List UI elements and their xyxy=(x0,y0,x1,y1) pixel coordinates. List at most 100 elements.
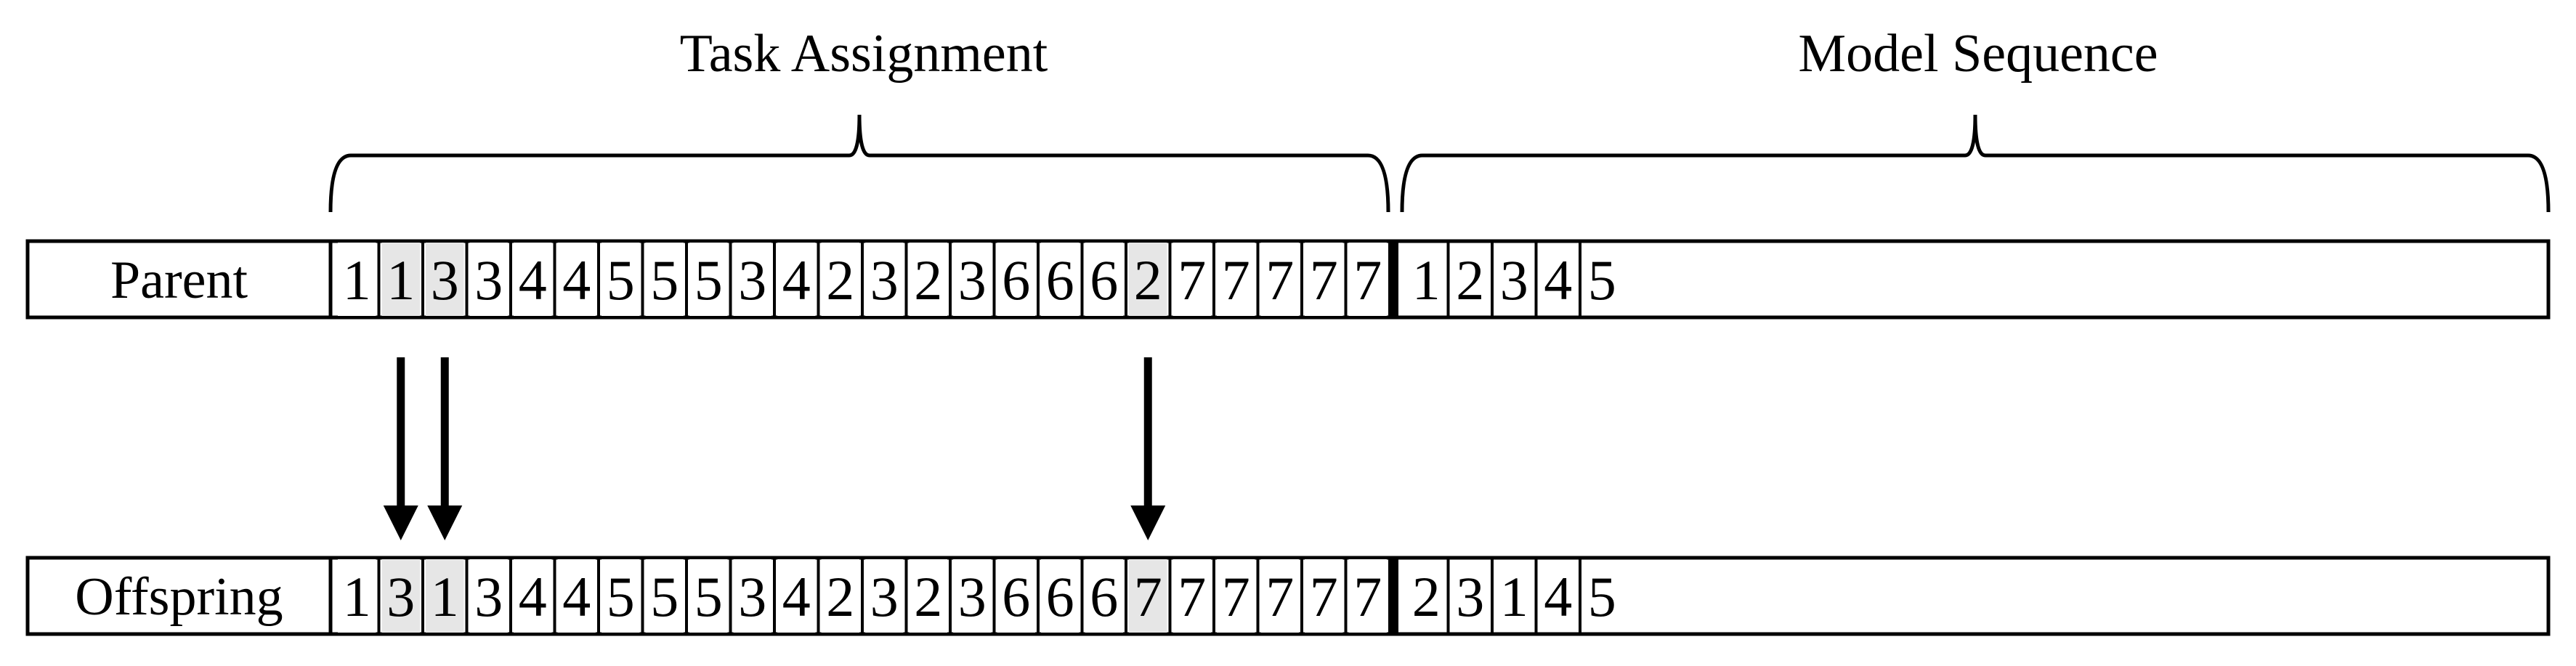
task-gene-value: 7 xyxy=(1178,565,1206,628)
task-gene-cell xyxy=(821,243,859,316)
task-gene-value: 6 xyxy=(1002,248,1030,312)
task-gene-value: 6 xyxy=(1046,248,1074,312)
model-gene-value: 1 xyxy=(1412,248,1441,312)
task-gene-value: 3 xyxy=(738,565,766,628)
task-gene-cell xyxy=(645,559,684,633)
task-gene-value: 7 xyxy=(1222,565,1250,628)
model-gene-value: 2 xyxy=(1456,248,1484,312)
model-sequence-label: Model Sequence xyxy=(1798,24,2158,84)
task-gene-cell xyxy=(1129,243,1167,316)
task-gene-value: 4 xyxy=(782,565,811,628)
model-gene-value: 4 xyxy=(1544,248,1572,312)
model-gene-value: 3 xyxy=(1500,248,1528,312)
task-gene-cell xyxy=(602,243,640,316)
task-gene-cell xyxy=(557,243,596,316)
row-label: Offspring xyxy=(75,567,283,627)
task-gene-value: 6 xyxy=(1090,248,1118,312)
task-gene-value: 3 xyxy=(474,565,503,628)
arrow-head xyxy=(1130,505,1166,540)
task-gene-value: 1 xyxy=(343,565,371,628)
task-gene-value: 3 xyxy=(870,248,899,312)
task-gene-value: 5 xyxy=(607,565,635,628)
task-gene-value: 7 xyxy=(1353,565,1382,628)
task-gene-cell xyxy=(1085,243,1123,316)
task-gene-value: 5 xyxy=(694,565,723,628)
task-gene-cell xyxy=(1217,243,1255,316)
task-gene-cell xyxy=(821,559,859,633)
task-gene-cell xyxy=(381,243,420,316)
task-gene-cell xyxy=(338,559,376,633)
task-gene-cell xyxy=(645,243,684,316)
task-gene-value: 1 xyxy=(343,248,371,312)
task-gene-cell xyxy=(1172,243,1211,316)
task-gene-cell xyxy=(514,559,552,633)
task-gene-value: 2 xyxy=(826,565,854,628)
model-gene-value: 1 xyxy=(1500,565,1528,628)
task-gene-cell xyxy=(426,243,464,316)
task-gene-cell xyxy=(469,559,508,633)
task-gene-cell xyxy=(997,243,1035,316)
task-gene-cell xyxy=(953,243,992,316)
task-gene-cell xyxy=(733,559,771,633)
model-gene-value: 4 xyxy=(1544,565,1572,628)
task-gene-value: 2 xyxy=(914,565,942,628)
task-gene-cell xyxy=(1305,243,1343,316)
task-gene-value: 5 xyxy=(694,248,723,312)
model-gene-value: 5 xyxy=(1588,248,1616,312)
task-gene-cell xyxy=(997,559,1035,633)
task-gene-cell xyxy=(338,243,376,316)
task-gene-value: 4 xyxy=(519,248,547,312)
task-gene-value: 2 xyxy=(826,248,854,312)
model-sequence-brace xyxy=(1400,114,2551,213)
model-gene-value: 3 xyxy=(1456,565,1484,628)
task-gene-cell xyxy=(953,559,992,633)
task-gene-value: 7 xyxy=(1353,248,1382,312)
task-gene-value: 4 xyxy=(519,565,547,628)
task-gene-value: 1 xyxy=(386,248,415,312)
row-label: Parent xyxy=(110,251,248,310)
task-gene-cell xyxy=(469,243,508,316)
task-gene-cell xyxy=(689,559,728,633)
task-gene-value: 3 xyxy=(958,248,987,312)
task-gene-value: 5 xyxy=(607,248,635,312)
task-gene-value: 7 xyxy=(1222,248,1250,312)
task-assignment-brace xyxy=(328,114,1390,213)
task-gene-value: 7 xyxy=(1265,248,1294,312)
task-gene-cell xyxy=(426,559,464,633)
task-gene-value: 7 xyxy=(1178,248,1206,312)
task-gene-cell xyxy=(1041,559,1080,633)
task-gene-value: 4 xyxy=(562,248,591,312)
row-label-cell xyxy=(25,556,333,636)
task-gene-value: 5 xyxy=(650,248,679,312)
task-gene-value: 7 xyxy=(1310,565,1338,628)
task-gene-cell xyxy=(1085,559,1123,633)
task-gene-value: 3 xyxy=(431,248,459,312)
task-gene-cell xyxy=(381,559,420,633)
task-gene-value: 6 xyxy=(1090,565,1118,628)
task-gene-value: 2 xyxy=(914,248,942,312)
task-gene-cell xyxy=(1129,559,1167,633)
task-gene-value: 4 xyxy=(782,248,811,312)
task-gene-value: 7 xyxy=(1265,565,1294,628)
task-gene-value: 1 xyxy=(431,565,459,628)
task-gene-value: 3 xyxy=(958,565,987,628)
task-gene-value: 7 xyxy=(1310,248,1338,312)
task-gene-cell xyxy=(909,243,947,316)
task-gene-cell xyxy=(689,243,728,316)
segment-separator xyxy=(1388,241,1398,317)
task-gene-value: 3 xyxy=(474,248,503,312)
task-gene-value: 4 xyxy=(562,565,591,628)
task-gene-cell xyxy=(909,559,947,633)
task-gene-cell xyxy=(557,559,596,633)
task-gene-value: 3 xyxy=(738,248,766,312)
task-gene-value: 3 xyxy=(870,565,899,628)
braces xyxy=(328,114,2551,213)
task-gene-cell xyxy=(1348,559,1387,633)
task-gene-cell xyxy=(602,559,640,633)
task-gene-value: 7 xyxy=(1134,565,1162,628)
task-gene-cell xyxy=(865,559,904,633)
mutation-arrows xyxy=(383,357,1166,540)
